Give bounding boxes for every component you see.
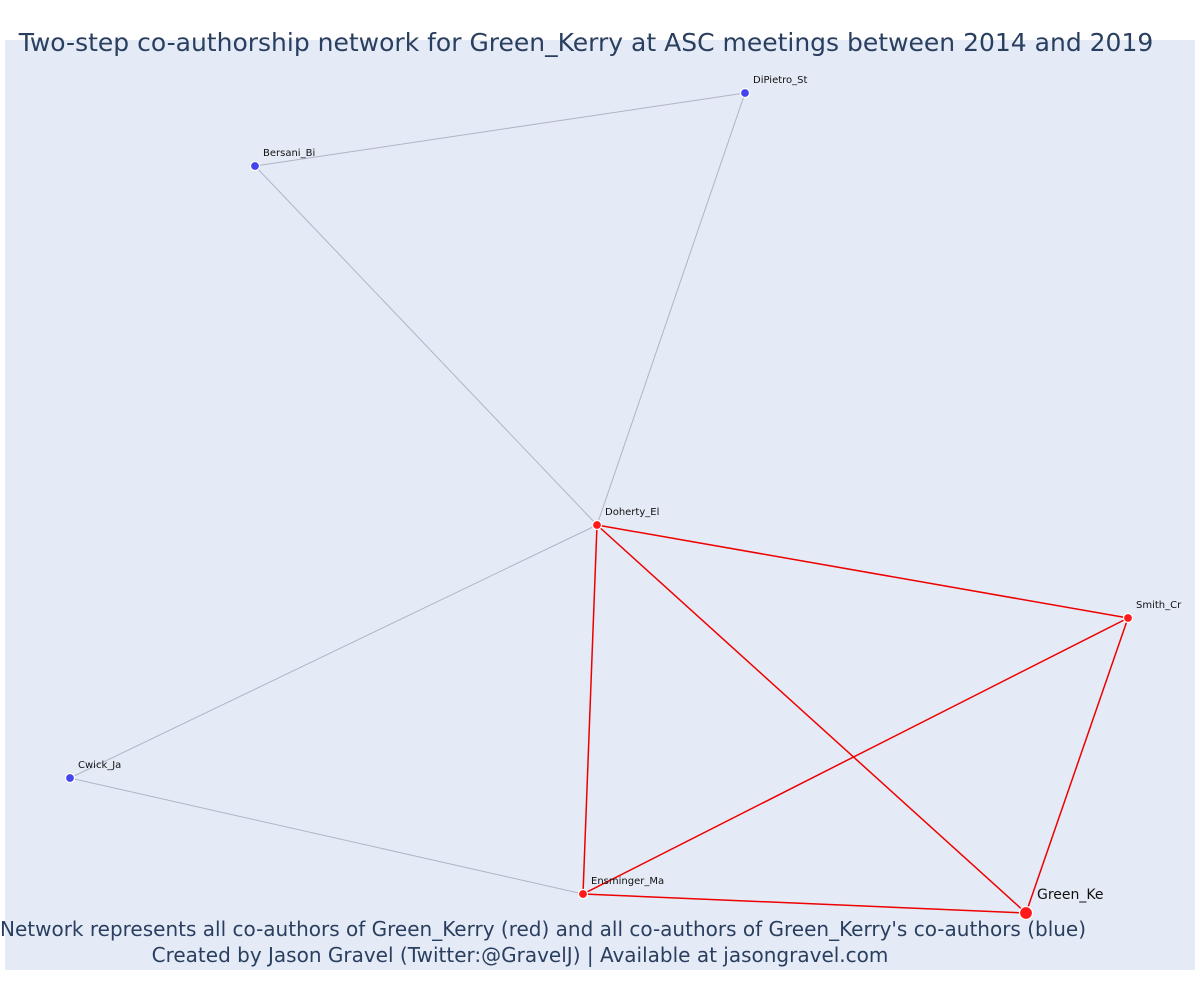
edge-layer [69, 92, 1129, 914]
edge-dipietro-st-doherty-el [596, 92, 746, 526]
label-layer: DiPietro_StBersani_BiDoherty_ElSmith_CrC… [78, 75, 1182, 903]
edge-doherty-el-smith-cr [596, 524, 1129, 619]
edge-smith-cr-ensminger-ma [582, 617, 1129, 895]
node-dipietro-st[interactable] [739, 87, 751, 99]
node-label-dipietro-st: DiPietro_St [753, 75, 807, 86]
node-green-ke[interactable] [1018, 905, 1034, 921]
node-cwick-ja[interactable] [64, 772, 76, 784]
edge-cwick-ja-ensminger-ma [69, 777, 584, 895]
edge-doherty-el-ensminger-ma [582, 524, 598, 895]
credit-note: Created by Jason Gravel (Twitter:@Gravel… [151, 943, 889, 967]
edge-ensminger-ma-green-ke [582, 893, 1027, 914]
edge-smith-cr-green-ke [1025, 617, 1129, 914]
node-label-ensminger-ma: Ensminger_Ma [591, 876, 664, 887]
edge-doherty-el-cwick-ja [69, 524, 598, 779]
node-label-green-ke: Green_Ke [1037, 887, 1104, 903]
node-label-doherty-el: Doherty_El [605, 507, 659, 518]
edge-doherty-el-green-ke [596, 524, 1027, 914]
node-label-cwick-ja: Cwick_Ja [78, 760, 121, 771]
node-ensminger-ma[interactable] [577, 888, 589, 900]
node-bersani-bi[interactable] [249, 160, 261, 172]
plot-area [5, 40, 1195, 970]
node-layer [64, 87, 1134, 921]
node-label-smith-cr: Smith_Cr [1136, 600, 1182, 611]
node-doherty-el[interactable] [591, 519, 603, 531]
edge-bersani-bi-doherty-el [254, 165, 598, 526]
edge-bersani-bi-dipietro-st [254, 92, 746, 167]
node-label-bersani-bi: Bersani_Bi [263, 148, 315, 159]
legend-note: Network represents all co-authors of Gre… [0, 917, 1087, 941]
chart-title: Two-step co-authorship network for Green… [18, 28, 1154, 57]
node-smith-cr[interactable] [1122, 612, 1134, 624]
